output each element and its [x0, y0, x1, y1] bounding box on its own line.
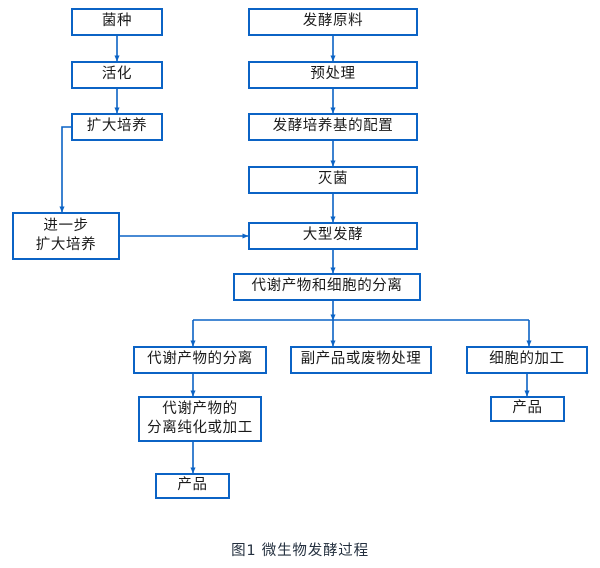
- edge-expand-culture-to-further-expand: [59, 126, 71, 213]
- node-expand-culture: 扩大培养: [71, 113, 163, 141]
- node-medium-preparation: 发酵培养基的配置: [248, 113, 418, 141]
- node-metabolite-purification: 代谢产物的 分离纯化或加工: [138, 396, 262, 442]
- node-byproduct-waste: 副产品或废物处理: [290, 346, 432, 374]
- node-activation: 活化: [71, 61, 163, 89]
- node-product-left: 产品: [155, 473, 230, 499]
- node-raw-material: 发酵原料: [248, 8, 418, 36]
- node-metabolite-separation: 代谢产物的分离: [133, 346, 267, 374]
- node-separation-metabolite-cell: 代谢产物和细胞的分离: [233, 273, 421, 301]
- node-further-expand-culture: 进一步 扩大培养: [12, 212, 120, 260]
- node-strain: 菌种: [71, 8, 163, 36]
- node-product-right: 产品: [490, 396, 565, 422]
- node-large-fermentation: 大型发酵: [248, 222, 418, 250]
- figure-caption: 图1 微生物发酵过程: [231, 543, 369, 559]
- node-sterilization: 灭菌: [248, 166, 418, 194]
- node-cell-processing: 细胞的加工: [466, 346, 588, 374]
- node-pretreatment: 预处理: [248, 61, 418, 89]
